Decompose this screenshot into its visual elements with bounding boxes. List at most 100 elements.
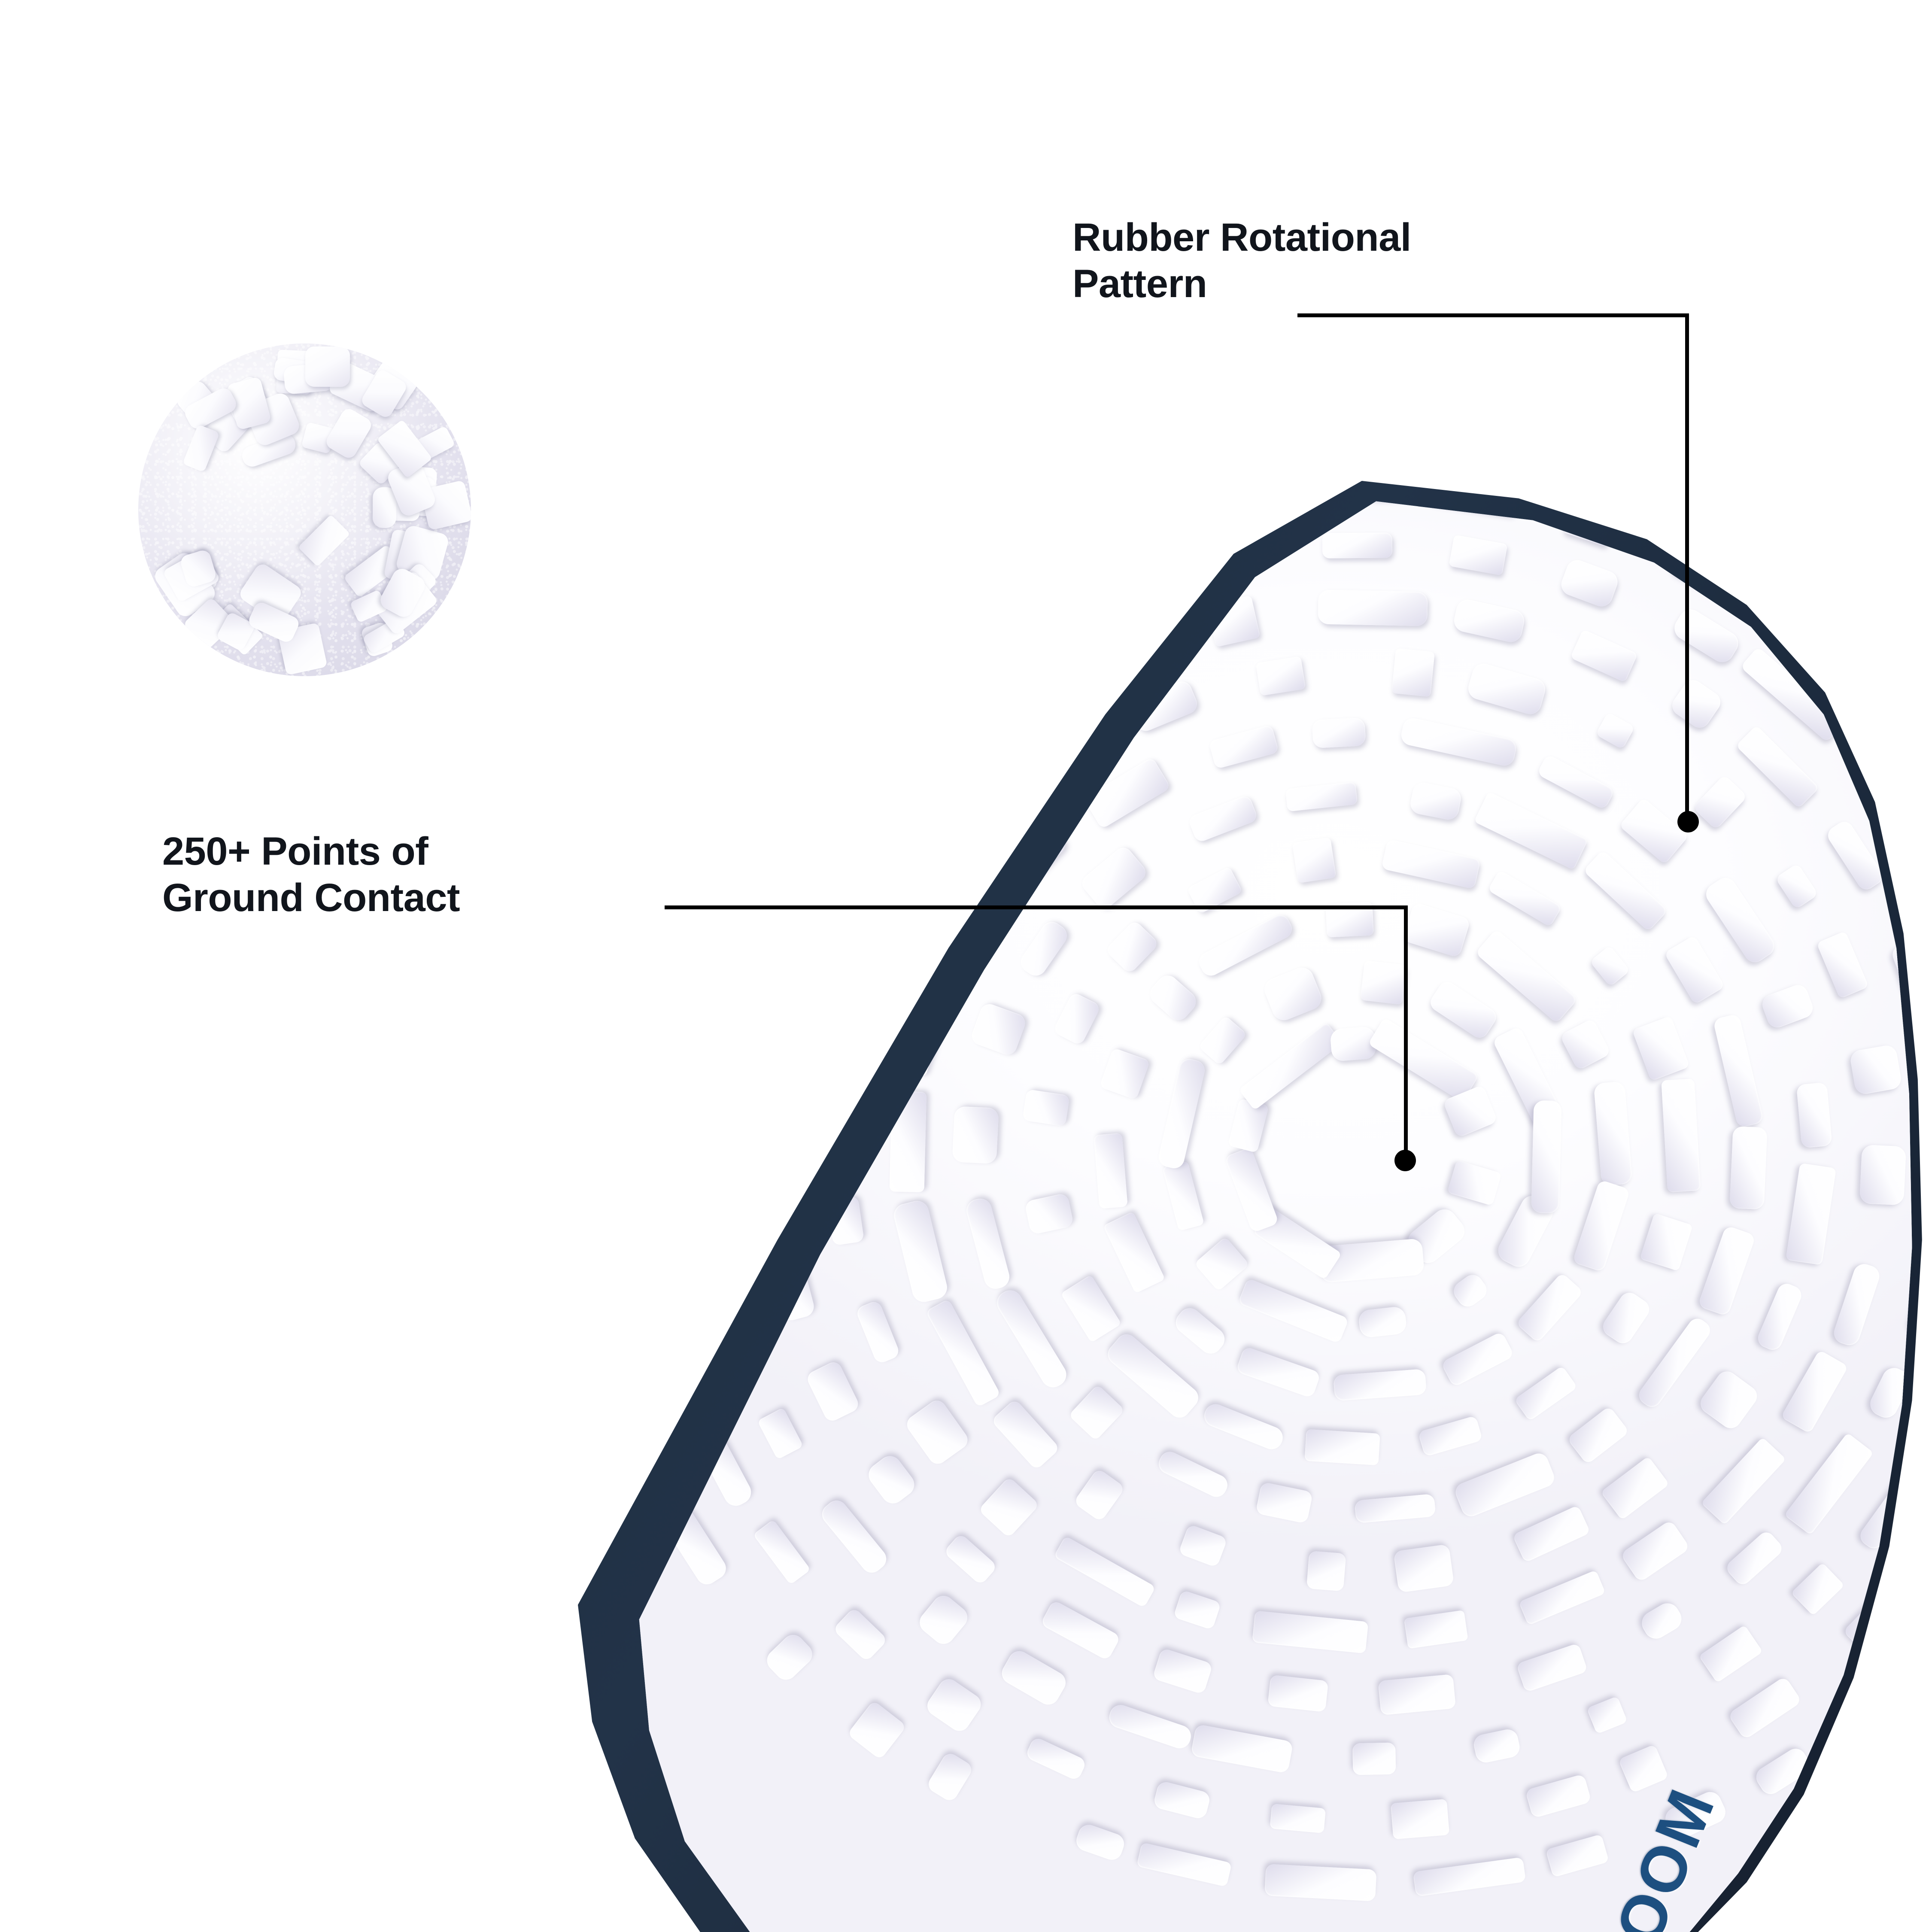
outsole-lug [1152,1780,1212,1820]
outsole-lug [1155,1448,1231,1501]
outsole-lug [1252,1610,1369,1654]
outsole-lug [757,1407,804,1460]
outsole-lug [1875,1646,1912,1714]
outsole-lug [1330,1026,1377,1062]
outsole-lug [1190,1724,1294,1774]
outsole-lug [1596,481,1666,490]
outsole-lug [1583,849,1668,932]
outsole-lug [1104,919,1160,975]
outsole-lug [925,1750,975,1803]
outsole-lug [891,1198,950,1305]
outsole-lug [1050,501,1162,557]
outsole-lug [963,796,1009,841]
outsole-lug [1926,1038,1932,1096]
tread-macro-inset [138,343,471,676]
outsole-lug [1600,1456,1670,1520]
outsole-lug [1025,1736,1088,1781]
outsole-lug [687,1072,728,1149]
outsole-lug [1717,501,1774,538]
outsole-lug [1408,781,1463,822]
outsole-lug [1069,1385,1125,1441]
outsole-lug [1449,1270,1491,1311]
outsole-lug [880,695,927,741]
outsole-lug [902,753,959,811]
outsole-lug [1513,1505,1591,1563]
outsole-lug [1599,1289,1653,1347]
outsole-lug [562,961,608,1068]
outsole-lug [812,577,865,631]
outsole-lug [915,1591,972,1649]
outsole-lug [789,772,857,841]
outsole-lug [1619,797,1689,865]
outsole-lug [1570,629,1638,683]
outsole-lug [1729,1126,1768,1210]
outsole-lug [1701,1437,1786,1525]
outsole-lug [1796,1082,1832,1148]
outsole-lug [1427,978,1500,1041]
outsole-lug [1054,1536,1156,1608]
outsole-lug [992,1285,1071,1392]
outsole-lug [1831,1261,1883,1348]
outsole-lug [1452,1450,1557,1519]
outsole-lug [1270,1804,1326,1834]
tread-lug [373,487,397,529]
outsole-lug [1558,557,1621,610]
outsole-lug [1632,1015,1690,1081]
outsole-lug [1447,1160,1502,1206]
outsole-lug [1452,597,1527,644]
outsole-lug [1692,774,1748,830]
outsole-lug [1791,1562,1844,1616]
outsole-lug [1264,1864,1377,1902]
outsole-lug [1859,1144,1907,1206]
outsole-lug [644,739,712,830]
outsole-lug [1531,1100,1562,1213]
outsole-lug [639,1101,656,1158]
outsole-lug [1198,1015,1247,1066]
outsole-lug [1145,971,1201,1025]
outsole-lug [1472,1728,1522,1765]
outsole-lug [1378,1674,1456,1715]
leader-line-vertical-callout-2 [1404,905,1408,1161]
outsole-lug [1572,1179,1631,1273]
outsole-lug [1923,1383,1932,1452]
outsole-lug [1545,1834,1610,1878]
outsole-lug [1516,1272,1584,1343]
outsole-lug [989,611,1045,661]
outsole-lug [1016,917,1071,980]
outsole-lug [734,846,799,950]
outsole-lug [1238,1022,1343,1111]
outsole-lug [943,1533,998,1586]
outsole-lug [1637,1598,1686,1643]
outsole-lug [1449,535,1508,576]
outsole-lug [1402,902,1471,958]
outsole-lug [1661,1078,1701,1192]
tread-lug [305,346,350,387]
outsole-lug [1195,912,1295,979]
outsole-lug [569,1289,619,1364]
outsole-lug [855,1300,901,1365]
outsole-lug [1413,1857,1526,1897]
outsole-lug [923,1675,985,1735]
outsole-lug [1635,1315,1714,1411]
outsole-lug [998,1647,1070,1709]
outsole-lug [1921,634,1932,685]
outsole-lug [1567,1406,1630,1465]
outsole-lug [1201,1401,1286,1453]
outsole-lug [1784,1432,1874,1535]
outsole-lug [1194,1236,1250,1292]
outsole-lug [1306,1550,1346,1592]
outsole-lug [805,1359,861,1424]
outsole-lug [847,1700,907,1760]
outsole-lug [712,797,756,842]
outsole-lug [1786,1163,1837,1265]
outsole-lug [1255,656,1306,696]
outsole-lug [1292,837,1337,884]
outsole-tread-lugs [562,481,1932,1932]
outsole-lug [1091,560,1154,614]
outsole-lug [1735,725,1820,808]
outsole-lug [996,667,1072,733]
outsole-lug [691,1189,730,1267]
outsole-lug [1136,1843,1232,1887]
outsole-lug [1593,1081,1633,1186]
